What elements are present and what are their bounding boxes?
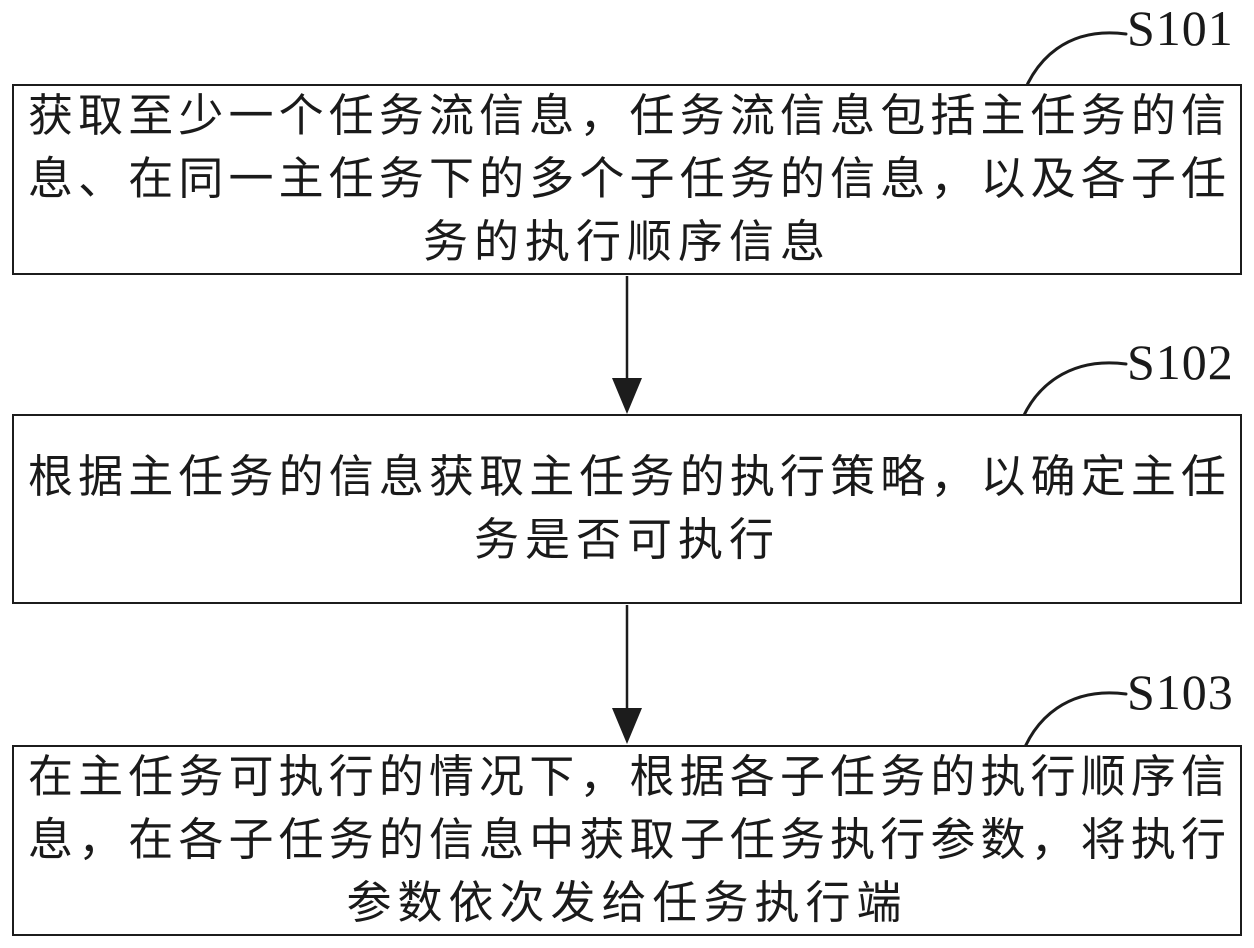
flow-arrow-1-head-icon xyxy=(612,378,642,414)
step-box-s102: 根据主任务的信息获取主任务的执行策略，以确定主任 务是否可执行 xyxy=(12,414,1242,604)
step-text-line: 务的执行顺序信息 xyxy=(422,217,831,267)
step-label-s102: S102 xyxy=(1127,334,1234,390)
flow-arrow-1 xyxy=(612,276,642,414)
step-label-s101: S101 xyxy=(1127,0,1234,56)
flow-arrow-2-head-icon xyxy=(612,708,642,744)
step-text-line: 息、在同一主任务下的多个子任务的信息，以及各子任 xyxy=(28,154,1226,204)
step-text-line: 参数依次发给任务执行端 xyxy=(346,878,908,928)
flow-arrow-2 xyxy=(612,605,642,744)
step-text-line: 息，在各子任务的信息中获取子任务执行参数，将执行 xyxy=(28,815,1226,865)
step-box-s101: 获取至少一个任务流信息，任务流信息包括主任务的信 息、在同一主任务下的多个子任务… xyxy=(12,84,1242,275)
step-text-line: 在主任务可执行的情况下，根据各子任务的执行顺序信 xyxy=(28,752,1226,802)
step-text-line: 获取至少一个任务流信息，任务流信息包括主任务的信 xyxy=(28,91,1226,141)
step-label-s103: S103 xyxy=(1127,664,1234,720)
step-text-line: 务是否可执行 xyxy=(473,515,780,565)
step-text-line: 根据主任务的信息获取主任务的执行策略，以确定主任 xyxy=(28,452,1226,502)
step-box-s103: 在主任务可执行的情况下，根据各子任务的执行顺序信 息，在各子任务的信息中获取子任… xyxy=(12,745,1242,936)
